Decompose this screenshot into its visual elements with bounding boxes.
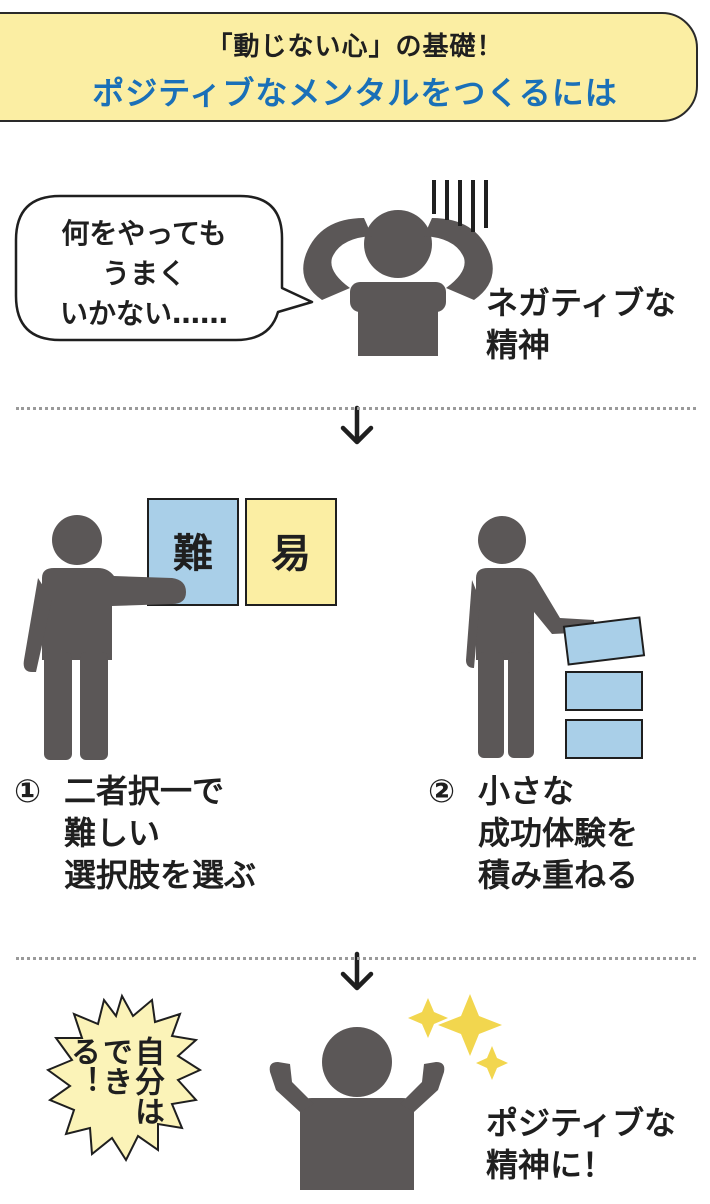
header-banner <box>0 12 698 122</box>
step-line: 小さな <box>478 772 575 810</box>
sparkle-icon <box>408 994 508 1080</box>
down-arrow-icon <box>340 405 374 445</box>
burst-text: 自分はできる！ <box>65 1036 164 1126</box>
bubble-line: 何をやっても <box>61 217 227 250</box>
negative-label-line: 精神 <box>486 326 551 364</box>
despair-lines-icon <box>432 180 488 232</box>
step-line: 二者択一で <box>64 772 225 810</box>
speech-bubble <box>14 194 314 342</box>
negative-label-line: ネガティブな <box>486 284 677 322</box>
stacking-figure-icon <box>466 516 594 758</box>
header-title: ポジティブなメンタルをつくるには <box>92 74 618 112</box>
cheering-figure-icon <box>269 1027 445 1190</box>
step-line: 成功体験を <box>478 814 639 852</box>
step-line: 選択肢を選ぶ <box>64 856 257 894</box>
positive-label-line: 精神に！ <box>486 1146 615 1184</box>
pointing-figure-icon <box>23 515 186 760</box>
card-hard-label: 難 <box>173 531 213 577</box>
bubble-line: うまく <box>101 257 186 290</box>
step-line: 積み重ねる <box>478 856 639 894</box>
card-easy-label: 易 <box>271 531 311 577</box>
step-number: ① <box>14 772 42 810</box>
card-easy <box>245 498 337 606</box>
header-subtitle: 「動じない心」の基礎！ <box>206 32 504 62</box>
dotted-divider <box>16 407 696 410</box>
positive-label-line: ポジティブな <box>486 1104 677 1142</box>
stacked-cards <box>562 616 646 759</box>
negative-label: ネガティブな 精神 <box>486 282 706 366</box>
bubble-line: いかない…… <box>59 297 228 330</box>
step-1-label: ① 二者択一で 難しい 選択肢を選ぶ <box>14 770 334 896</box>
dotted-divider <box>16 957 696 960</box>
burst-shape <box>45 993 203 1163</box>
speech-bubble-text: 何をやっても うまく いかない…… <box>22 214 266 334</box>
step-2-label: ② 小さな 成功体験を 積み重ねる <box>428 770 708 896</box>
despair-figure-icon <box>303 210 493 356</box>
step-line: 難しい <box>64 814 161 852</box>
positive-label: ポジティブな 精神に！ <box>486 1102 706 1186</box>
step-number: ② <box>428 772 456 810</box>
